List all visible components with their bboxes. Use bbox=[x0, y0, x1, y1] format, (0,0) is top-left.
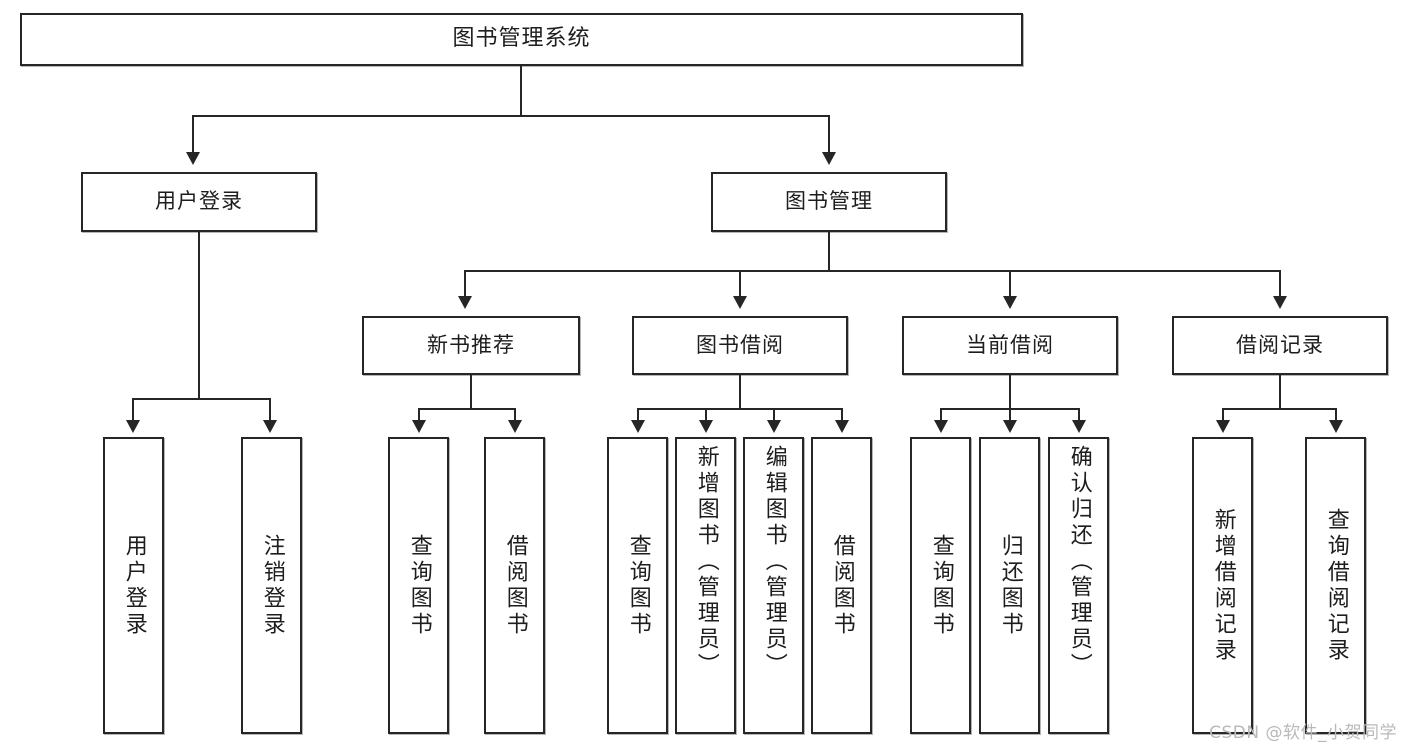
connector-to-borrow-record bbox=[1279, 270, 1281, 298]
arrowhead-book-manage bbox=[822, 152, 836, 165]
leaf-confirm-return-admin[interactable]: 确认归还（管理员） bbox=[1048, 437, 1109, 734]
arrowhead-leaf-logout bbox=[263, 420, 277, 433]
node-root-system[interactable]: 图书管理系统 bbox=[20, 13, 1023, 66]
arrowhead-leaf-confirm-return bbox=[1072, 420, 1086, 433]
leaf-add-book-admin[interactable]: 新增图书（管理员） bbox=[675, 437, 736, 734]
node-label: 注销登录 bbox=[259, 533, 285, 638]
connector-new-book-leaf-1 bbox=[418, 408, 420, 422]
connector-book-borrow-leaf-2 bbox=[705, 408, 707, 422]
node-label: 借阅图书 bbox=[829, 533, 855, 638]
leaf-add-borrow-record[interactable]: 新增借阅记录 bbox=[1192, 437, 1253, 734]
node-label: 查询图书 bbox=[625, 533, 651, 638]
arrowhead-leaf-query-book-3 bbox=[934, 420, 948, 433]
connector-root-to-book-manage bbox=[828, 115, 830, 155]
node-current-borrow[interactable]: 当前借阅 bbox=[902, 316, 1118, 375]
arrowhead-leaf-add-book bbox=[699, 420, 713, 433]
connector-current-borrow-leaf-1 bbox=[940, 408, 942, 422]
connector-user-login-leaf-1 bbox=[132, 398, 134, 422]
arrowhead-user-login bbox=[186, 152, 200, 165]
connector-user-login-stem bbox=[198, 232, 200, 398]
arrowhead-leaf-query-book-2 bbox=[631, 420, 645, 433]
leaf-query-book-borrow[interactable]: 查询图书 bbox=[607, 437, 668, 734]
connector-to-new-book bbox=[464, 270, 466, 298]
node-label: 借阅记录 bbox=[1236, 332, 1324, 357]
connector-borrow-record-leaf-2 bbox=[1335, 408, 1337, 422]
connector-to-book-borrow bbox=[739, 270, 741, 298]
connector-book-manage-stem bbox=[828, 232, 830, 270]
connector-borrow-record-stem bbox=[1279, 375, 1281, 408]
arrowhead-leaf-user-login bbox=[126, 420, 140, 433]
connector-book-borrow-leaf-4 bbox=[841, 408, 843, 422]
node-label: 当前借阅 bbox=[966, 332, 1054, 357]
node-label: 查询图书 bbox=[406, 533, 432, 638]
arrowhead-leaf-query-record bbox=[1329, 420, 1343, 433]
leaf-return-book[interactable]: 归还图书 bbox=[979, 437, 1040, 734]
leaf-borrow-book-borrow[interactable]: 借阅图书 bbox=[811, 437, 872, 734]
connector-current-borrow-leaf-3 bbox=[1078, 408, 1080, 422]
node-label: 图书借阅 bbox=[696, 332, 784, 357]
node-label: 用户登录 bbox=[155, 189, 243, 214]
connector-borrow-record-leaf-1 bbox=[1222, 408, 1224, 422]
connector-current-borrow-leaf-2 bbox=[1009, 408, 1011, 422]
connector-borrow-record-bus bbox=[1222, 408, 1336, 410]
connector-book-borrow-leaf-1 bbox=[637, 408, 639, 422]
watermark-text: CSDN @软件_小贺同学 bbox=[1209, 723, 1397, 743]
leaf-query-book-newbook[interactable]: 查询图书 bbox=[388, 437, 449, 734]
arrowhead-borrow-record bbox=[1273, 296, 1287, 309]
connector-new-book-stem bbox=[470, 375, 472, 408]
node-user-login[interactable]: 用户登录 bbox=[81, 172, 317, 232]
connector-root-bus bbox=[192, 115, 830, 117]
node-label: 新增图书（管理员） bbox=[693, 445, 719, 679]
node-label: 图书管理系统 bbox=[452, 26, 591, 52]
node-book-management[interactable]: 图书管理 bbox=[711, 172, 947, 232]
node-label: 编辑图书（管理员） bbox=[761, 445, 787, 679]
connector-user-login-bus bbox=[132, 398, 269, 400]
connector-root-to-user-login bbox=[192, 115, 194, 155]
node-book-borrow[interactable]: 图书借阅 bbox=[632, 316, 848, 375]
connector-book-borrow-bus bbox=[637, 408, 843, 410]
arrowhead-leaf-query-book-1 bbox=[412, 420, 426, 433]
arrowhead-leaf-edit-book bbox=[767, 420, 781, 433]
node-label: 用户登录 bbox=[121, 533, 147, 638]
connector-new-book-bus bbox=[418, 408, 515, 410]
connector-to-current-borrow bbox=[1009, 270, 1011, 298]
connector-current-borrow-stem bbox=[1009, 375, 1011, 408]
leaf-query-borrow-record[interactable]: 查询借阅记录 bbox=[1305, 437, 1366, 734]
leaf-query-book-current[interactable]: 查询图书 bbox=[910, 437, 971, 734]
arrowhead-leaf-borrow-book-1 bbox=[508, 420, 522, 433]
arrowhead-leaf-return-book bbox=[1003, 420, 1017, 433]
node-label: 借阅图书 bbox=[502, 533, 528, 638]
arrowhead-current-borrow bbox=[1003, 296, 1017, 309]
arrowhead-leaf-add-record bbox=[1216, 420, 1230, 433]
arrowhead-new-book bbox=[458, 296, 472, 309]
node-new-book-recommend[interactable]: 新书推荐 bbox=[362, 316, 580, 375]
connector-root-stem bbox=[520, 66, 522, 115]
node-label: 查询借阅记录 bbox=[1323, 507, 1349, 664]
connector-new-book-leaf-2 bbox=[514, 408, 516, 422]
node-label: 归还图书 bbox=[997, 533, 1023, 638]
arrowhead-leaf-borrow-book-2 bbox=[835, 420, 849, 433]
connector-book-manage-bus bbox=[464, 270, 1280, 272]
node-label: 确认归还（管理员） bbox=[1066, 445, 1092, 679]
connector-book-borrow-leaf-3 bbox=[773, 408, 775, 422]
node-label: 图书管理 bbox=[785, 189, 873, 214]
leaf-borrow-book-newbook[interactable]: 借阅图书 bbox=[484, 437, 545, 734]
leaf-edit-book-admin[interactable]: 编辑图书（管理员） bbox=[743, 437, 804, 734]
arrowhead-book-borrow bbox=[733, 296, 747, 309]
node-label: 查询图书 bbox=[928, 533, 954, 638]
connector-book-borrow-stem bbox=[739, 375, 741, 408]
node-label: 新增借阅记录 bbox=[1210, 507, 1236, 664]
node-label: 新书推荐 bbox=[427, 332, 515, 357]
leaf-user-login[interactable]: 用户登录 bbox=[103, 437, 164, 734]
leaf-logout[interactable]: 注销登录 bbox=[241, 437, 302, 734]
node-borrow-record[interactable]: 借阅记录 bbox=[1172, 316, 1388, 375]
connector-user-login-leaf-2 bbox=[269, 398, 271, 422]
